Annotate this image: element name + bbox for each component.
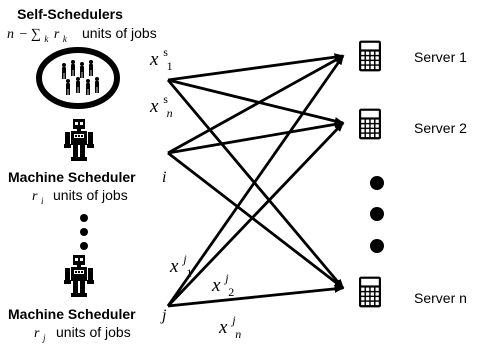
server-2-label: Server 2: [414, 120, 467, 136]
svg-text:units of jobs: units of jobs: [82, 25, 157, 41]
vertical-ellipsis-icon: [80, 214, 88, 250]
people-crowd-icon: [36, 47, 120, 109]
svg-text:units of jobs: units of jobs: [56, 324, 131, 340]
self-schedulers-title: Self-Schedulers: [17, 6, 123, 22]
arrow-i-to-server-n: [167, 151, 345, 290]
arrow-i-to-server-1: [167, 54, 345, 155]
calculator-server-icon: [359, 40, 381, 72]
svg-text:n − ∑ k r: n − ∑ k r k: [7, 27, 68, 46]
svg-text:r i: r i: [32, 189, 44, 206]
arrow-j-to-server-n: [167, 284, 345, 308]
machine-scheduler-j-units: r j units of jobs: [34, 324, 131, 343]
svg-text:r j: r j: [34, 326, 46, 343]
flow-label-xs1: x s 1: [149, 40, 173, 73]
flow-label-xjn: x j n: [218, 308, 241, 341]
flow-arrows: [166, 53, 345, 308]
robot-icon: [64, 119, 94, 161]
arrow-i-to-server-2: [167, 120, 345, 155]
server-1-label: Server 1: [414, 49, 467, 65]
arrow-self-to-server-1: [167, 53, 345, 82]
flow-label-xsn: x s n: [149, 87, 173, 120]
machine-scheduler-j-index: j: [160, 307, 167, 324]
machine-scheduler-i-title: Machine Scheduler: [8, 169, 136, 185]
arrow-self-to-server-2: [167, 78, 345, 125]
server-n-label: Server n: [414, 290, 467, 306]
machine-scheduler-j-title: Machine Scheduler: [8, 306, 136, 322]
machine-scheduler-i-units: r i units of jobs: [32, 187, 128, 206]
robot-icon: [64, 255, 94, 297]
arrow-j-to-server-1: [166, 54, 345, 307]
machine-scheduler-i-index: i: [162, 169, 166, 186]
flow-label-xj1: x j 1: [169, 247, 192, 280]
calculator-server-icon: [359, 276, 381, 308]
arrow-j-to-server-2: [166, 121, 345, 307]
vertical-ellipsis-icon: [370, 176, 384, 253]
calculator-server-icon: [359, 108, 381, 140]
flow-label-xj2: x j 2: [211, 266, 234, 299]
self-schedulers-formula: n − ∑ k r k units of jobs: [7, 25, 157, 46]
svg-text:units of jobs: units of jobs: [53, 187, 128, 203]
arrow-self-to-server-n: [166, 79, 345, 290]
